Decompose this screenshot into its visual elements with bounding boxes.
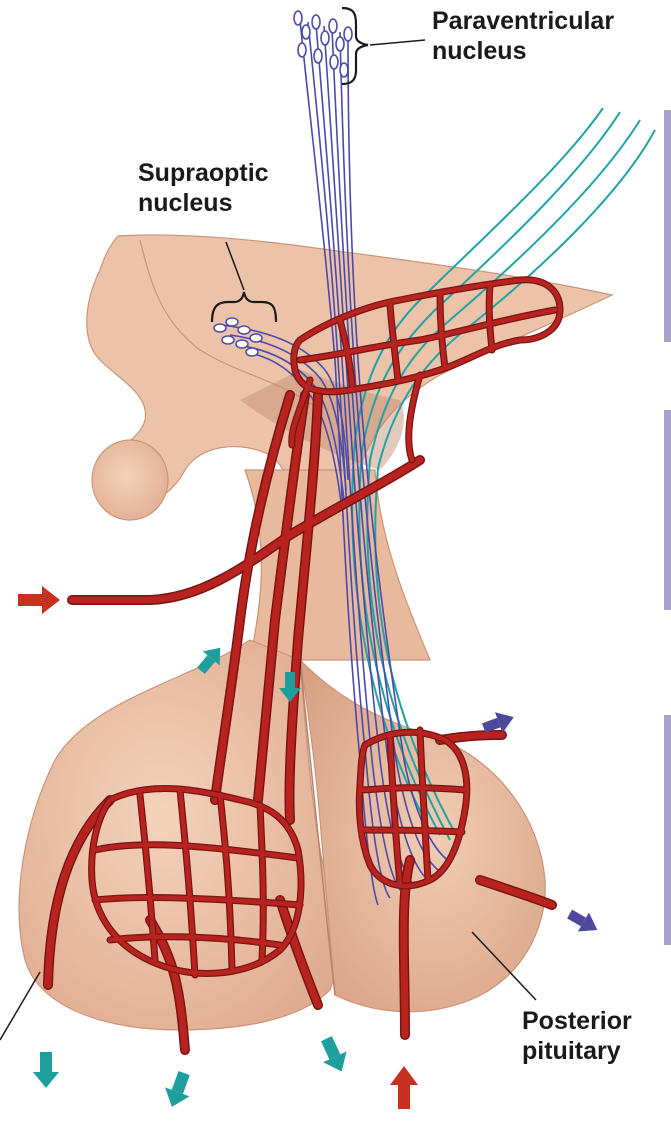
paraventricular-cell-bodies: [294, 11, 352, 77]
paraventricular-nucleus-label: Paraventricular nucleus: [432, 6, 614, 66]
anterior-pituitary-leader: [0, 972, 40, 1040]
arterial-inflow-arrow-bottom: [390, 1066, 418, 1109]
side-panel-edge-bottom: [664, 715, 671, 945]
supraoptic-label-line-1: Supraoptic: [138, 158, 269, 188]
supraoptic-label-line-2: nucleus: [138, 188, 269, 218]
paraventricular-label-line-2: nucleus: [432, 36, 614, 66]
paraventricular-leader: [370, 40, 425, 45]
side-panel-edge-top: [664, 110, 671, 342]
arterial-inflow-arrow-left: [18, 586, 60, 614]
side-panel-edge-middle: [664, 410, 671, 610]
posterior-pituitary-label: Posterior pituitary: [522, 1006, 632, 1066]
mammillary-bulge: [92, 440, 168, 520]
supraoptic-nucleus-label: Supraoptic nucleus: [138, 158, 269, 218]
posterior-label-line-2: pituitary: [522, 1036, 632, 1066]
paraventricular-label-line-1: Paraventricular: [432, 6, 614, 36]
posterior-label-line-1: Posterior: [522, 1006, 632, 1036]
